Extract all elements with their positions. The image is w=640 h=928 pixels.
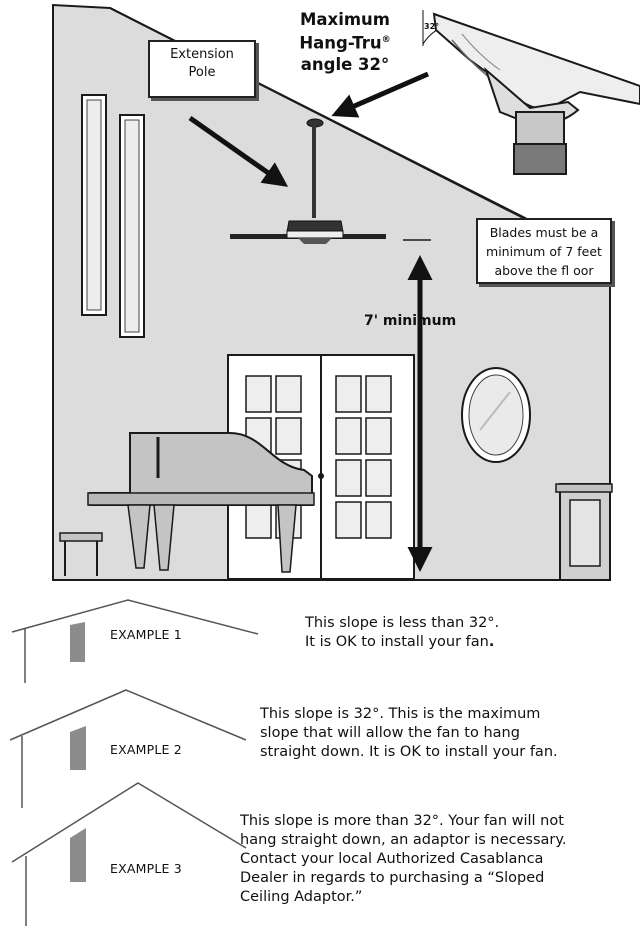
extension-pole-callout: Extension Pole — [148, 40, 256, 98]
house-example-1 — [11, 599, 259, 683]
example-1-label: EXAMPLE 1 — [110, 627, 182, 642]
max-angle-line-2: Hang-Tru® — [270, 30, 420, 54]
max-angle-line-1: Maximum — [300, 10, 390, 29]
example-2-line-3: straight down. It is OK to install your … — [260, 744, 558, 760]
canopy-inset — [422, 10, 640, 175]
example-2-description: This slope is 32°. This is the maximum s… — [260, 705, 558, 762]
blades-note-line-1: Blades must be a — [489, 225, 599, 240]
example-3-line-5: Ceiling Adaptor.” — [240, 889, 363, 905]
example-1-description: This slope is less than 32°. It is OK to… — [305, 614, 499, 652]
oval-mirror — [461, 367, 531, 463]
example-3-description: This slope is more than 32°. Your fan wi… — [240, 812, 567, 907]
blades-note-line-3: above the fl oor — [494, 263, 594, 278]
example-2-label: EXAMPLE 2 — [110, 742, 182, 757]
angle-arrow — [331, 71, 429, 118]
extension-pole-arrow — [188, 115, 289, 187]
example-2-line-1: This slope is 32°. This is the maximum — [260, 706, 541, 722]
max-angle-line-3: angle 32° — [300, 54, 390, 74]
blades-height-callout: Blades must be a minimum of 7 feet above… — [476, 218, 612, 284]
example-3-label: EXAMPLE 3 — [110, 861, 182, 876]
tall-window-right — [119, 114, 145, 338]
example-3-line-4: Dealer in regards to purchasing a “Slope… — [240, 870, 545, 886]
max-hang-angle-label: Maximum Hang-Tru® angle 32° — [270, 9, 420, 75]
extension-pole-line-1: Extension — [170, 47, 234, 62]
example-3-line-1: This slope is more than 32°. Your fan wi… — [240, 813, 564, 829]
example-2-line-2: slope that will allow the fan to hang — [260, 725, 520, 741]
ceiling-fan — [230, 118, 386, 244]
extension-pole-line-2: Pole — [188, 65, 216, 80]
cabinet — [555, 483, 613, 581]
example-1-line-1: This slope is less than 32°. — [305, 615, 500, 631]
seven-foot-minimum-label: 7' minimum — [364, 313, 457, 329]
grand-piano — [87, 432, 315, 573]
max-angle-line-2-text: Hang-Tru — [299, 33, 382, 53]
house-example-3 — [11, 782, 247, 926]
piano-bench — [59, 532, 103, 576]
example-3-line-2: hang straight down, an adaptor is necess… — [240, 832, 567, 848]
example-1-line-2-text: It is OK to install your fan — [305, 634, 489, 650]
house-example-2 — [9, 689, 247, 808]
example-1-line-2: It is OK to install your fan. — [305, 633, 499, 652]
example-1-line-2-period: . — [488, 634, 495, 650]
example-3-line-3: Contact your local Authorized Casablanca — [240, 851, 544, 867]
tall-window-left — [81, 94, 107, 316]
inset-angle-label: 32° — [424, 22, 440, 31]
blades-note-line-2: minimum of 7 feet — [486, 244, 602, 259]
registered-mark: ® — [381, 35, 391, 45]
